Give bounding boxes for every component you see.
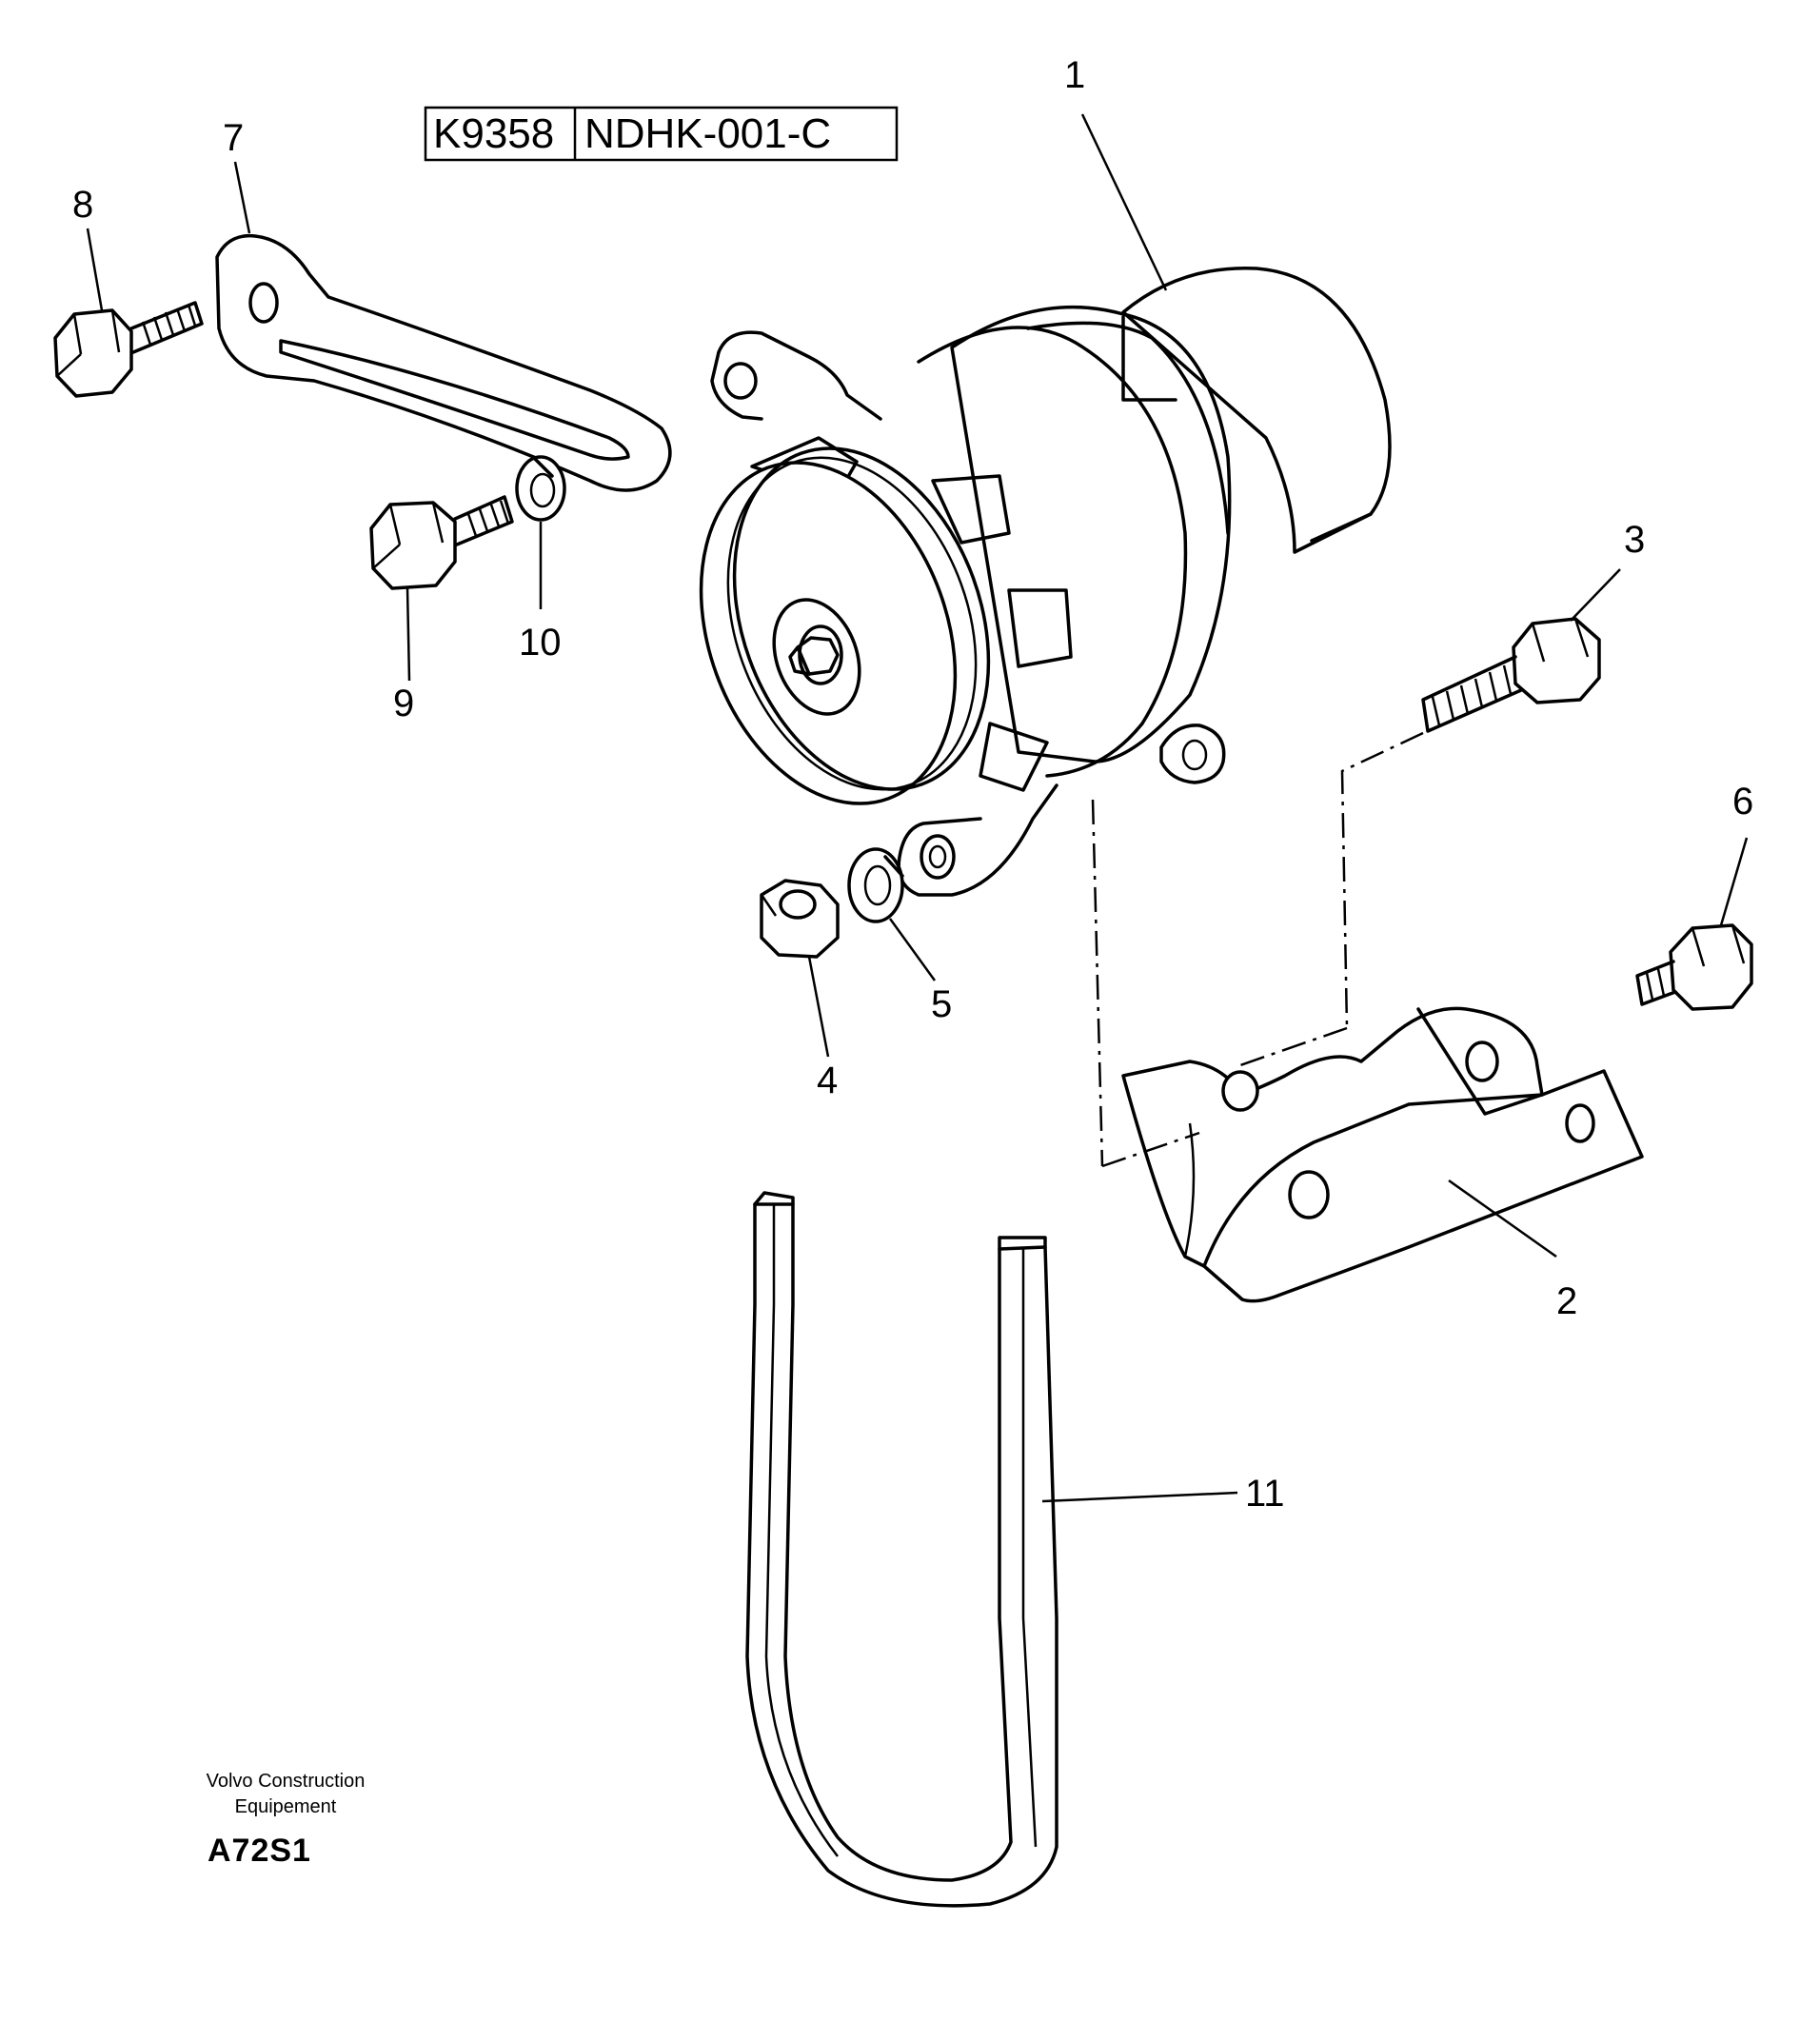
bolt-icon-9 xyxy=(369,495,514,590)
reference-code: NDHK-001-C xyxy=(584,110,831,157)
callout-8: 8 xyxy=(72,184,93,226)
v-belt-icon xyxy=(745,1191,1058,1908)
manufacturer-line-1: Volvo Construction xyxy=(206,1771,366,1792)
callout-4: 4 xyxy=(817,1060,838,1101)
drawing-number: K9358 xyxy=(433,110,554,157)
manufacturer-label: Volvo Construction Equipement xyxy=(143,1769,428,1820)
leader-lines xyxy=(86,113,1749,1503)
alternator-icon xyxy=(699,266,1392,897)
callout-3: 3 xyxy=(1624,519,1645,561)
bolt-icon-3 xyxy=(1421,617,1601,733)
callout-7: 7 xyxy=(223,117,244,159)
title-block: K9358 NDHK-001-C xyxy=(424,106,899,162)
section-code: A72S1 xyxy=(208,1833,311,1869)
manufacturer-line-2: Equipement xyxy=(234,1796,337,1817)
callouts: 1 2 3 4 5 6 7 8 9 10 11 xyxy=(72,54,1753,1515)
callout-11: 11 xyxy=(1245,1473,1285,1515)
callout-10: 10 xyxy=(519,622,562,664)
bolt-icon-8 xyxy=(53,301,204,398)
tension-arm-icon xyxy=(215,233,672,492)
spring-washer-icon-5 xyxy=(847,847,904,923)
mounting-bracket-icon xyxy=(1121,1006,1644,1303)
hex-nut-icon xyxy=(760,879,840,959)
spring-washer-icon-10 xyxy=(515,455,566,522)
callout-6: 6 xyxy=(1732,781,1753,823)
callout-5: 5 xyxy=(931,983,952,1025)
callout-1: 1 xyxy=(1064,54,1085,96)
callout-2: 2 xyxy=(1556,1280,1577,1322)
alignment-lines xyxy=(1091,731,1424,1168)
callout-9: 9 xyxy=(393,683,414,724)
bolt-icon-6 xyxy=(1635,923,1753,1011)
